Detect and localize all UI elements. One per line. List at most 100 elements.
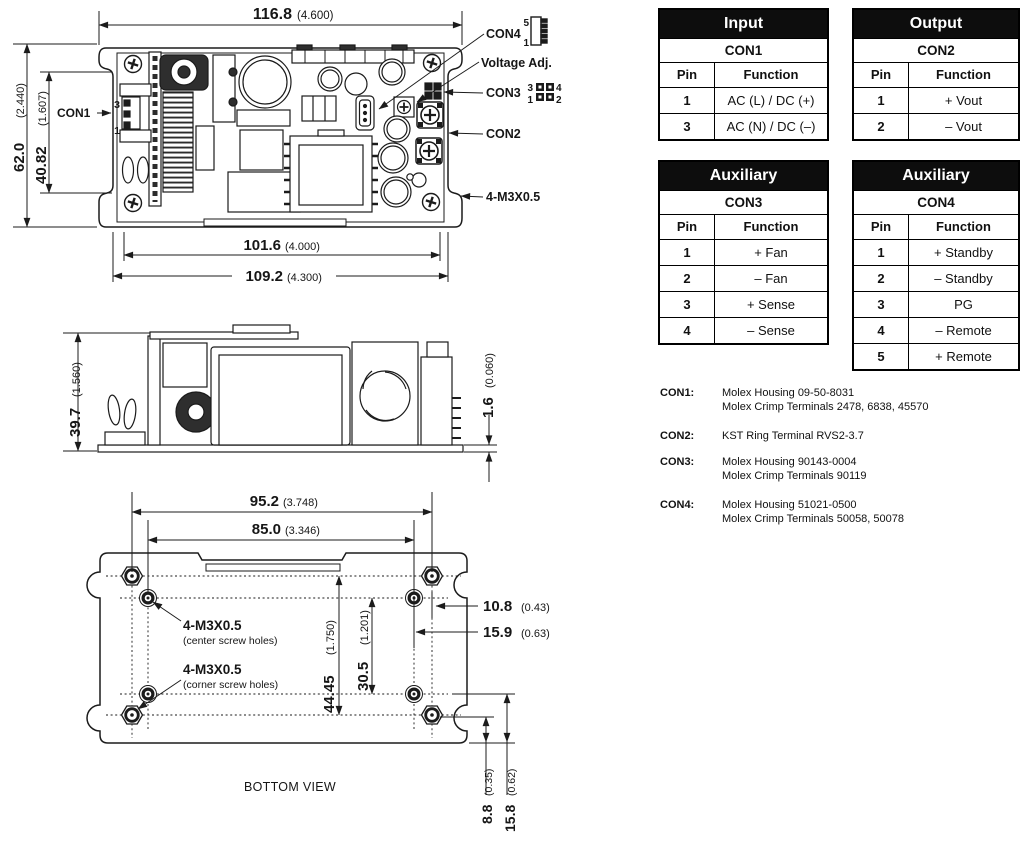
con3-connector-icon bbox=[536, 83, 554, 101]
bottom-outer-width-in: (3.748) bbox=[283, 497, 318, 509]
pin-cell: 4 bbox=[660, 318, 715, 343]
function-cell: AC (L) / DC (+) bbox=[727, 93, 815, 108]
con4-connector-icon bbox=[530, 16, 548, 46]
table-row: 3 PG bbox=[854, 291, 1018, 317]
note-con4-label: CON4: bbox=[660, 499, 695, 511]
table-row: 2 – Vout bbox=[854, 113, 1018, 139]
bottom-edge-tab bbox=[203, 218, 347, 227]
function-cell: PG bbox=[954, 297, 973, 312]
function-cell: + Remote bbox=[935, 349, 992, 364]
aux4-table-connector: CON4 bbox=[854, 190, 1018, 214]
top-width-in: (4.600) bbox=[297, 10, 334, 22]
con1-pin1-label: 1 bbox=[114, 125, 120, 137]
col-function: Function bbox=[743, 67, 799, 82]
bottom-to-center-mm: 15.8 bbox=[502, 805, 518, 832]
output-table-connector: CON2 bbox=[854, 38, 1018, 62]
pcb-components bbox=[119, 44, 442, 213]
table-row: 1+ Standby bbox=[854, 239, 1018, 265]
function-cell: – Vout bbox=[945, 119, 982, 134]
bottom-to-corner-in: (0.35) bbox=[483, 769, 495, 796]
corner-screw-hole bbox=[420, 704, 444, 726]
bottom-inner-height-in: (1.201) bbox=[359, 610, 371, 645]
corner-screw-sub: (corner screw holes) bbox=[183, 679, 278, 691]
corner-screw bbox=[421, 192, 441, 212]
top-view: 116.8 (4.600) 62.0 (2.440) 40.82 (1.607)… bbox=[11, 6, 562, 285]
pin-cell: 4 bbox=[854, 318, 909, 343]
con4-label: CON4 bbox=[486, 27, 521, 41]
corner-screw bbox=[123, 193, 143, 213]
note-con2-line1: KST Ring Terminal RVS2-3.7 bbox=[722, 430, 864, 442]
col-pin: Pin bbox=[660, 215, 715, 239]
bottom-inner-width-in: (3.346) bbox=[285, 525, 320, 537]
center-screw-label: 4-M3X0.5 bbox=[183, 618, 242, 633]
base-thickness-mm: 1.6 bbox=[480, 397, 497, 418]
con2-terminal bbox=[415, 100, 445, 130]
bottom-outer-in: (4.300) bbox=[287, 272, 322, 284]
con4-pin5-label: 5 bbox=[523, 18, 529, 29]
function-cell: AC (N) / DC (–) bbox=[726, 119, 816, 134]
bottom-outer-width-mm: 95.2 bbox=[250, 493, 279, 510]
col-function: Function bbox=[936, 67, 991, 82]
bottom-outer-height-mm: 44.45 bbox=[321, 675, 338, 713]
con2-terminal bbox=[414, 136, 444, 166]
con3-pin2-label: 2 bbox=[556, 95, 562, 106]
pin-cell: 1 bbox=[660, 88, 715, 113]
pin-cell: 3 bbox=[854, 292, 909, 317]
con2-label: CON2 bbox=[486, 127, 521, 141]
bottom-inner-in: (4.000) bbox=[285, 241, 320, 253]
function-cell: + Sense bbox=[746, 297, 796, 312]
con3-pin4-label: 4 bbox=[556, 83, 562, 94]
function-cell: + Fan bbox=[754, 245, 788, 260]
side-profile bbox=[97, 324, 464, 453]
input-table-connector: CON1 bbox=[660, 38, 827, 62]
table-row: 5+ Remote bbox=[854, 343, 1018, 369]
con3-pin1-label: 1 bbox=[527, 95, 533, 106]
function-cell: – Sense bbox=[747, 323, 795, 338]
note-con4-line2: Molex Crimp Terminals 50058, 50078 bbox=[722, 512, 904, 525]
note-con4-line1: Molex Housing 51021-0500 bbox=[722, 499, 857, 511]
aux4-table-title: Auxiliary bbox=[854, 162, 1018, 190]
col-pin: Pin bbox=[660, 63, 715, 87]
con1-label: CON1 bbox=[57, 106, 91, 120]
aux3-table-connector: CON3 bbox=[660, 190, 827, 214]
edge-to-corner-mm: 10.8 bbox=[483, 598, 512, 615]
function-cell: – Standby bbox=[934, 271, 993, 286]
screws-label: 4-M3X0.5 bbox=[486, 190, 540, 204]
function-cell: + Vout bbox=[944, 93, 983, 108]
construction-lines bbox=[106, 558, 461, 738]
side-view: 39.7 (1.560) 1.6 (0.060) bbox=[63, 324, 497, 482]
note-con3-label: CON3: bbox=[660, 456, 695, 468]
pin-cell: 3 bbox=[660, 292, 715, 317]
bottom-view-dimensions bbox=[131, 492, 515, 795]
table-row: 1 + Vout bbox=[854, 87, 1018, 113]
bottom-view-caption: BOTTOM VIEW bbox=[244, 780, 336, 794]
function-cell: – Fan bbox=[754, 271, 788, 286]
bottom-inner-height-mm: 30.5 bbox=[355, 662, 372, 691]
center-screw-hole bbox=[403, 683, 425, 705]
pin-cell: 2 bbox=[854, 114, 909, 139]
note-con1-label: CON1: bbox=[660, 387, 695, 399]
note-con3-line2: Molex Crimp Terminals 90119 bbox=[722, 469, 867, 482]
table-row: 2– Fan bbox=[660, 265, 827, 291]
pin-cell: 1 bbox=[660, 240, 715, 265]
mechanical-drawing: 116.8 (4.600) 62.0 (2.440) 40.82 (1.607)… bbox=[11, 6, 562, 832]
pin-cell: 1 bbox=[854, 240, 909, 265]
note-con1-line2: Molex Crimp Terminals 2478, 6838, 45570 bbox=[722, 400, 929, 413]
corner-screw bbox=[422, 53, 442, 73]
col-pin: Pin bbox=[854, 215, 909, 239]
bottom-to-center-in: (0.62) bbox=[506, 769, 518, 796]
aux3-table-title: Auxiliary bbox=[660, 162, 827, 190]
edge-to-corner-in: (0.43) bbox=[521, 602, 550, 614]
corner-screw-hole bbox=[120, 704, 144, 726]
side-height-in: (1.560) bbox=[71, 362, 83, 397]
pin-cell: 2 bbox=[854, 266, 909, 291]
top-height-outer-mm: 62.0 bbox=[11, 143, 28, 172]
pin-cell: 1 bbox=[854, 88, 909, 113]
top-height-inner-in: (1.607) bbox=[37, 91, 49, 126]
